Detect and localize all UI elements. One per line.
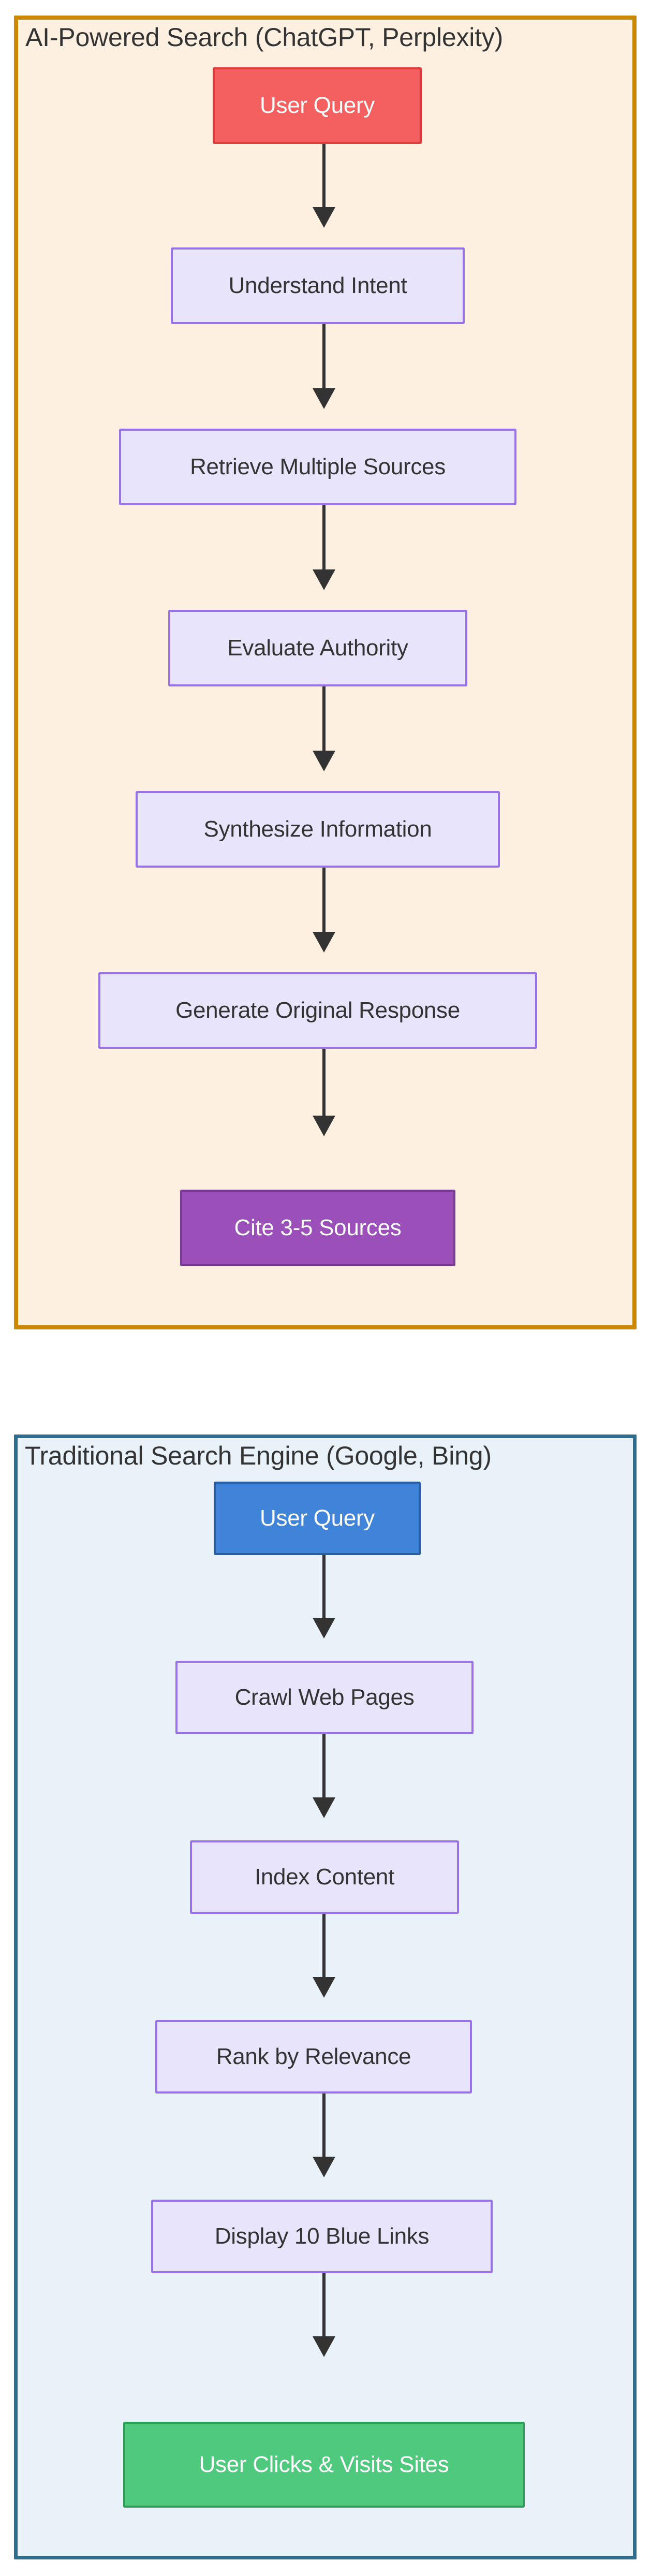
edge-arrow-evaluate-authority-to-synthesize-information — [313, 751, 335, 771]
node-retrieve-multiple-sources[interactable]: Retrieve Multiple Sources — [119, 429, 516, 505]
edge-arrow-index-content-to-rank-by-relevance — [313, 1977, 335, 1998]
node-label: Understand Intent — [228, 272, 407, 298]
edge-line-rank-by-relevance-to-display-blue-links — [322, 2094, 326, 2161]
subgraph-title-ai-powered-search: AI-Powered Search (ChatGPT, Perplexity) — [25, 23, 504, 52]
node-index-content[interactable]: Index Content — [190, 1840, 459, 1914]
edge-line-generate-response-to-cite-sources — [322, 1048, 326, 1121]
node-label: Retrieve Multiple Sources — [190, 453, 446, 479]
node-rank-by-relevance[interactable]: Rank by Relevance — [155, 2020, 472, 2094]
node-evaluate-authority[interactable]: Evaluate Authority — [168, 610, 467, 686]
edge-arrow-synthesize-information-to-generate-response — [313, 932, 335, 953]
node-label: User Clicks & Visits Sites — [199, 2451, 449, 2477]
node-label: Generate Original Response — [175, 997, 460, 1023]
edge-line-display-blue-links-to-user-clicks-sites — [322, 2273, 326, 2340]
node-label: User Query — [260, 92, 375, 118]
node-label: Display 10 Blue Links — [214, 2223, 430, 2249]
edge-line-understand-intent-to-retrieve-sources — [322, 324, 326, 393]
node-generate-original-response[interactable]: Generate Original Response — [98, 972, 537, 1049]
node-cite-3-5-sources[interactable]: Cite 3-5 Sources — [180, 1190, 455, 1266]
node-label: Rank by Relevance — [216, 2043, 411, 2069]
edge-arrow-display-blue-links-to-user-clicks-sites — [313, 2336, 335, 2357]
node-label: Synthesize Information — [203, 816, 432, 842]
node-trad-user-query[interactable]: User Query — [214, 1482, 421, 1555]
edge-arrow-crawl-web-pages-to-index-content — [313, 1797, 335, 1818]
edge-line-evaluate-authority-to-synthesize-information — [322, 686, 326, 756]
edge-line-retrieve-sources-to-evaluate-authority — [322, 505, 326, 575]
edge-arrow-trad-user-query-to-crawl-web-pages — [313, 1618, 335, 1638]
node-user-clicks-and-visits-sites[interactable]: User Clicks & Visits Sites — [123, 2422, 525, 2508]
edge-line-trad-user-query-to-crawl-web-pages — [322, 1555, 326, 1622]
node-label: Crawl Web Pages — [234, 1684, 415, 1710]
subgraph-title-traditional-search-engine: Traditional Search Engine (Google, Bing) — [25, 1441, 492, 1470]
edge-arrow-user-query-to-understand-intent — [313, 207, 335, 228]
node-ai-user-query[interactable]: User Query — [213, 67, 422, 144]
node-crawl-web-pages[interactable]: Crawl Web Pages — [175, 1661, 474, 1734]
edge-line-synthesize-information-to-generate-response — [322, 867, 326, 937]
edge-arrow-generate-response-to-cite-sources — [313, 1116, 335, 1136]
node-understand-intent[interactable]: Understand Intent — [171, 247, 465, 324]
node-label: User Query — [260, 1505, 375, 1531]
node-display-10-blue-links[interactable]: Display 10 Blue Links — [151, 2200, 493, 2273]
node-label: Evaluate Authority — [227, 635, 408, 661]
node-label: Index Content — [254, 1864, 395, 1890]
edge-line-user-query-to-understand-intent — [322, 142, 326, 212]
edge-arrow-rank-by-relevance-to-display-blue-links — [313, 2157, 335, 2177]
node-label: Cite 3-5 Sources — [234, 1214, 402, 1240]
edge-line-crawl-web-pages-to-index-content — [322, 1734, 326, 1802]
node-synthesize-information[interactable]: Synthesize Information — [136, 791, 500, 868]
edge-arrow-retrieve-sources-to-evaluate-authority — [313, 569, 335, 590]
edge-arrow-understand-intent-to-retrieve-sources — [313, 388, 335, 409]
edge-line-index-content-to-rank-by-relevance — [322, 1914, 326, 1981]
